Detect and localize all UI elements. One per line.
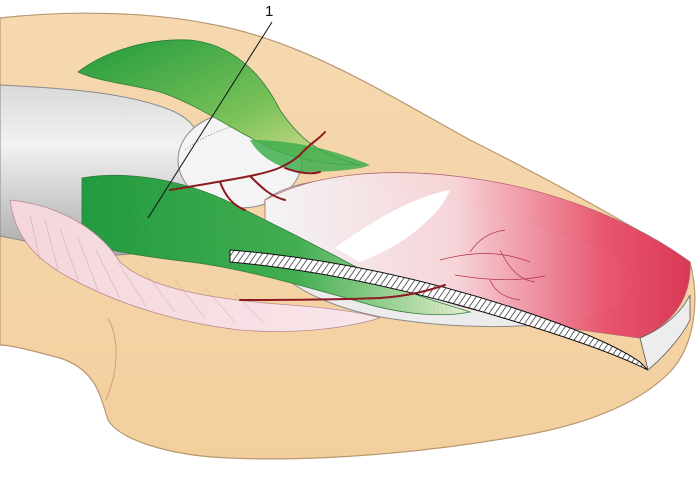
digital-arteries (169, 131, 446, 301)
lateral-band (250, 140, 370, 172)
nail-highlight (335, 190, 450, 262)
callout-label-1: 1 (265, 3, 273, 20)
flexor-striations (29, 214, 266, 325)
callout-leader-1 (147, 21, 273, 219)
nail-bed-capillaries (439, 229, 546, 301)
nail-tip-edge (639, 294, 691, 371)
skin-crease (105, 317, 117, 401)
